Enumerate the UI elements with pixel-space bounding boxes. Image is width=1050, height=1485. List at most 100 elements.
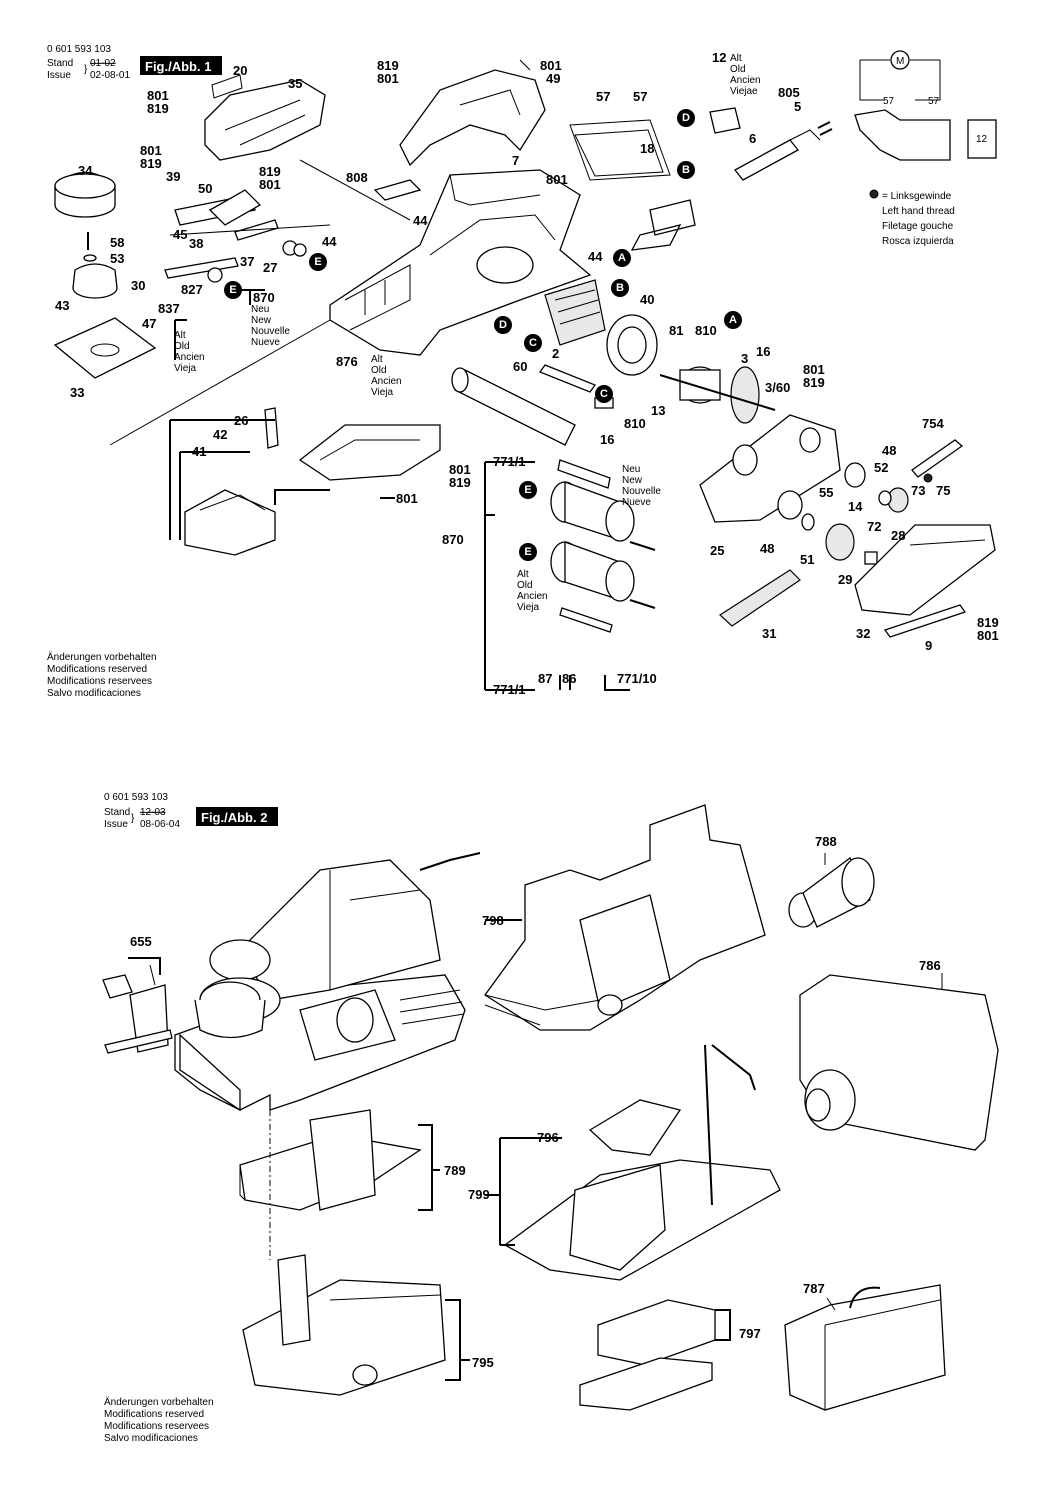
svg-text:Vieja: Vieja: [371, 387, 393, 398]
svg-text:Änderungen vorbehalten: Änderungen vorbehalten: [104, 1396, 214, 1408]
nameplate: [211, 74, 243, 99]
bench-stand: [503, 1044, 781, 1281]
fig1-stand-old: 01-02: [90, 58, 116, 69]
fig2-part-numbers: 788 798 655 786 796 789 799 787 797 795: [130, 834, 941, 1370]
fig1-brace: }: [84, 64, 88, 75]
part-number: 72: [867, 519, 881, 534]
svg-text:A: A: [729, 314, 737, 326]
part-number: 808: [346, 170, 368, 185]
sole-plate-insert: [298, 424, 441, 481]
svg-text:C: C: [529, 337, 537, 349]
legend-line-1: = Linksgewinde: [882, 191, 952, 202]
wiring-motor-label: M: [896, 56, 904, 67]
part-number: 801: [803, 362, 825, 377]
part-number: 819: [147, 101, 169, 116]
wiring-lead-1: 57: [883, 96, 895, 107]
neu-note-771: Neu New Nouvelle Nueve: [622, 464, 661, 508]
svg-text:D: D: [499, 319, 507, 331]
part-number: 819: [377, 58, 399, 73]
part-number: 55: [819, 485, 833, 500]
angle-guide-789: [239, 1109, 422, 1211]
part-number: 3: [741, 351, 748, 366]
part-number: 34: [78, 163, 93, 178]
part-number: 51: [800, 552, 814, 567]
part-number: 41: [192, 444, 206, 459]
part-number: 810: [695, 323, 717, 338]
svg-text:Viejae: Viejae: [730, 86, 758, 97]
part-number: 6: [749, 131, 756, 146]
svg-text:Nouvelle: Nouvelle: [251, 326, 290, 337]
part-number: 57: [633, 89, 647, 104]
drive-belt: [719, 569, 801, 627]
fig2-header: 0 601 593 103 Stand Issue } 12-03 08-06-…: [104, 792, 278, 830]
fig2-modification-notes: Änderungen vorbehalten Modifications res…: [104, 1396, 214, 1444]
part-number: 5: [794, 99, 801, 114]
svg-text:E: E: [524, 484, 531, 496]
gear-housing: [699, 414, 841, 523]
svg-text:B: B: [682, 164, 690, 176]
part-number: 29: [838, 572, 852, 587]
fig2-stand-old: 12-03: [140, 807, 166, 818]
svg-text:Vieja: Vieja: [517, 602, 539, 613]
brush-holder: [630, 199, 696, 251]
part-number: 3/60: [765, 380, 790, 395]
part-number: 50: [198, 181, 212, 196]
svg-text:Vieja: Vieja: [174, 363, 196, 374]
marker-c: C: [524, 334, 542, 352]
alt-note-876: Alt Old Ancien Vieja: [371, 354, 402, 398]
part-number: 58: [110, 235, 124, 250]
marker-d: D: [494, 316, 512, 334]
part-number: 788: [815, 834, 837, 849]
svg-text:Modifications reserved: Modifications reserved: [104, 1409, 204, 1420]
belt-cover: [854, 524, 996, 616]
part-number: 38: [189, 236, 203, 251]
svg-text:Nueve: Nueve: [622, 497, 651, 508]
fig2-bracket-lines: [128, 853, 943, 1381]
part-number: 73: [911, 483, 925, 498]
part-number: 16: [756, 344, 770, 359]
part-number: 801: [540, 58, 562, 73]
svg-text:Änderungen vorbehalten: Änderungen vorbehalten: [47, 651, 157, 663]
spanner: [911, 439, 964, 478]
part-number: 16: [600, 432, 614, 447]
part-number: 801: [140, 143, 162, 158]
fig2-doc-number: 0 601 593 103: [104, 792, 168, 803]
part-number: 801: [396, 491, 418, 506]
part-number: 75: [936, 483, 950, 498]
fig1-bracket-lines: [109, 59, 630, 691]
part-number: 801: [259, 177, 281, 192]
part-number: 796: [537, 1130, 559, 1145]
legend-dot-icon: [869, 189, 879, 199]
part-number: 44: [413, 213, 428, 228]
part-number: 53: [110, 251, 124, 266]
fig1-modification-notes: Änderungen vorbehalten Modifications res…: [47, 651, 157, 699]
part-number: 837: [158, 301, 180, 316]
part-number: 60: [513, 359, 527, 374]
fig1-issue-label: Issue: [47, 70, 71, 81]
part-number: 819: [140, 156, 162, 171]
wedge-block: [597, 1299, 716, 1366]
part-number: 52: [874, 460, 888, 475]
legend-line-3: Filetage gouche: [882, 221, 954, 232]
marker-e: E: [519, 543, 537, 561]
fig2-drawings: [102, 804, 999, 1411]
switch: [709, 107, 741, 134]
fig1-issue-date: 02-08-01: [90, 70, 130, 81]
assembled-planer: [174, 852, 481, 1112]
locking-lever: [208, 189, 262, 226]
guide-tube: [454, 369, 576, 446]
fig2-stand-label: Stand: [104, 807, 130, 818]
fig2-brace: }: [131, 813, 135, 824]
alt-note-837: Alt Old Ancien Vieja: [174, 330, 205, 374]
svg-text:E: E: [314, 256, 321, 268]
part-number: 43: [55, 298, 69, 313]
svg-text:Neu: Neu: [251, 304, 269, 315]
svg-text:Ancien: Ancien: [371, 376, 402, 387]
svg-text:Modifications reserved: Modifications reserved: [47, 664, 147, 675]
part-number: 87: [538, 671, 552, 686]
wiring-lead-2: 57: [928, 96, 940, 107]
part-number: 798: [482, 913, 504, 928]
svg-text:New: New: [251, 315, 272, 326]
svg-text:Old: Old: [174, 341, 190, 352]
handle-half: [399, 69, 546, 167]
